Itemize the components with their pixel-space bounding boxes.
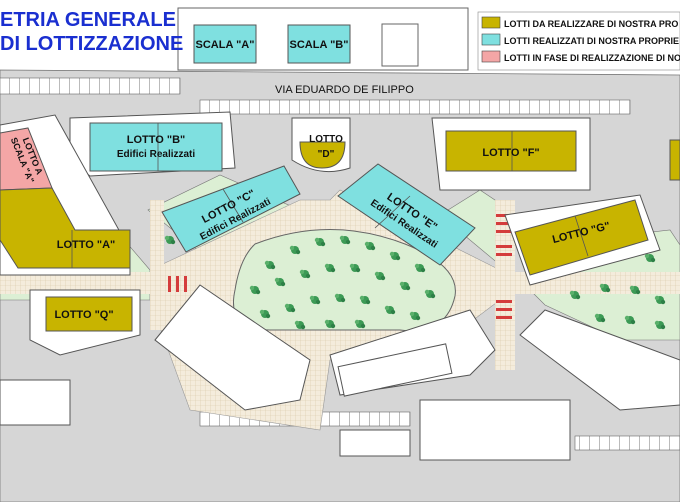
legend-label-1: LOTTI DA REALIZZARE DI NOSTRA PRO xyxy=(504,19,678,29)
building-south-west xyxy=(154,284,311,411)
lot-g-block xyxy=(514,199,649,276)
lot-b-sublabel: Edifici Realizzati xyxy=(117,149,196,160)
lot-b-label: LOTTO "B" xyxy=(127,134,186,146)
parking-strip xyxy=(574,435,680,451)
lot-a-label: LOTTO "A" xyxy=(57,239,116,251)
building-bottom xyxy=(419,399,571,461)
lot-a-block xyxy=(0,187,131,269)
stair-a-block xyxy=(193,24,257,64)
legend-swatch-pink xyxy=(481,50,501,63)
stair-a-label: SCALA "A" xyxy=(196,39,255,51)
building-south-inner xyxy=(337,343,453,397)
lot-d-block xyxy=(299,141,346,169)
lot-q-block xyxy=(45,296,133,332)
lot-d-label-1: LOTTO xyxy=(309,134,343,145)
building-bottom-small xyxy=(339,429,411,457)
street-label: VIA EDUARDO DE FILIPPO xyxy=(275,84,414,96)
lot-f-block xyxy=(445,130,577,172)
title-line-2: DI LOTTIZZAZIONE xyxy=(0,33,183,55)
legend-swatch-yellow xyxy=(481,16,501,29)
stair-b-block xyxy=(287,24,351,64)
lot-e-block xyxy=(337,163,476,266)
title-line-1: ETRIA GENERALE xyxy=(0,9,176,31)
stair-b-label: SCALA "B" xyxy=(290,39,349,51)
legend-box xyxy=(477,11,680,71)
legend-label-2: LOTTI REALIZZATI DI NOSTRA PROPRIE xyxy=(504,36,679,46)
pedestrian-path xyxy=(495,200,515,370)
lot-edge-block xyxy=(669,139,680,181)
pedestrian-path xyxy=(150,200,164,330)
lot-c-block xyxy=(161,165,301,253)
legend-swatch-cyan xyxy=(481,33,501,46)
building-bottom-left xyxy=(0,379,71,426)
top-block-annex xyxy=(381,23,419,67)
lot-d-label-2: "D" xyxy=(318,149,335,160)
lot-q-label: LOTTO "Q" xyxy=(54,309,113,321)
crossing-marks xyxy=(168,214,512,319)
legend-label-3: LOTTI IN FASE DI REALIZZAZIONE DI NO xyxy=(504,53,680,63)
lot-b-block xyxy=(89,122,223,172)
legend: LOTTI DA REALIZZARE DI NOSTRA PRO LOTTI … xyxy=(477,11,680,71)
parking-strip xyxy=(199,99,631,115)
parking-strip xyxy=(0,77,181,95)
building-south-east xyxy=(519,309,680,411)
lot-f-label: LOTTO "F" xyxy=(482,147,539,159)
